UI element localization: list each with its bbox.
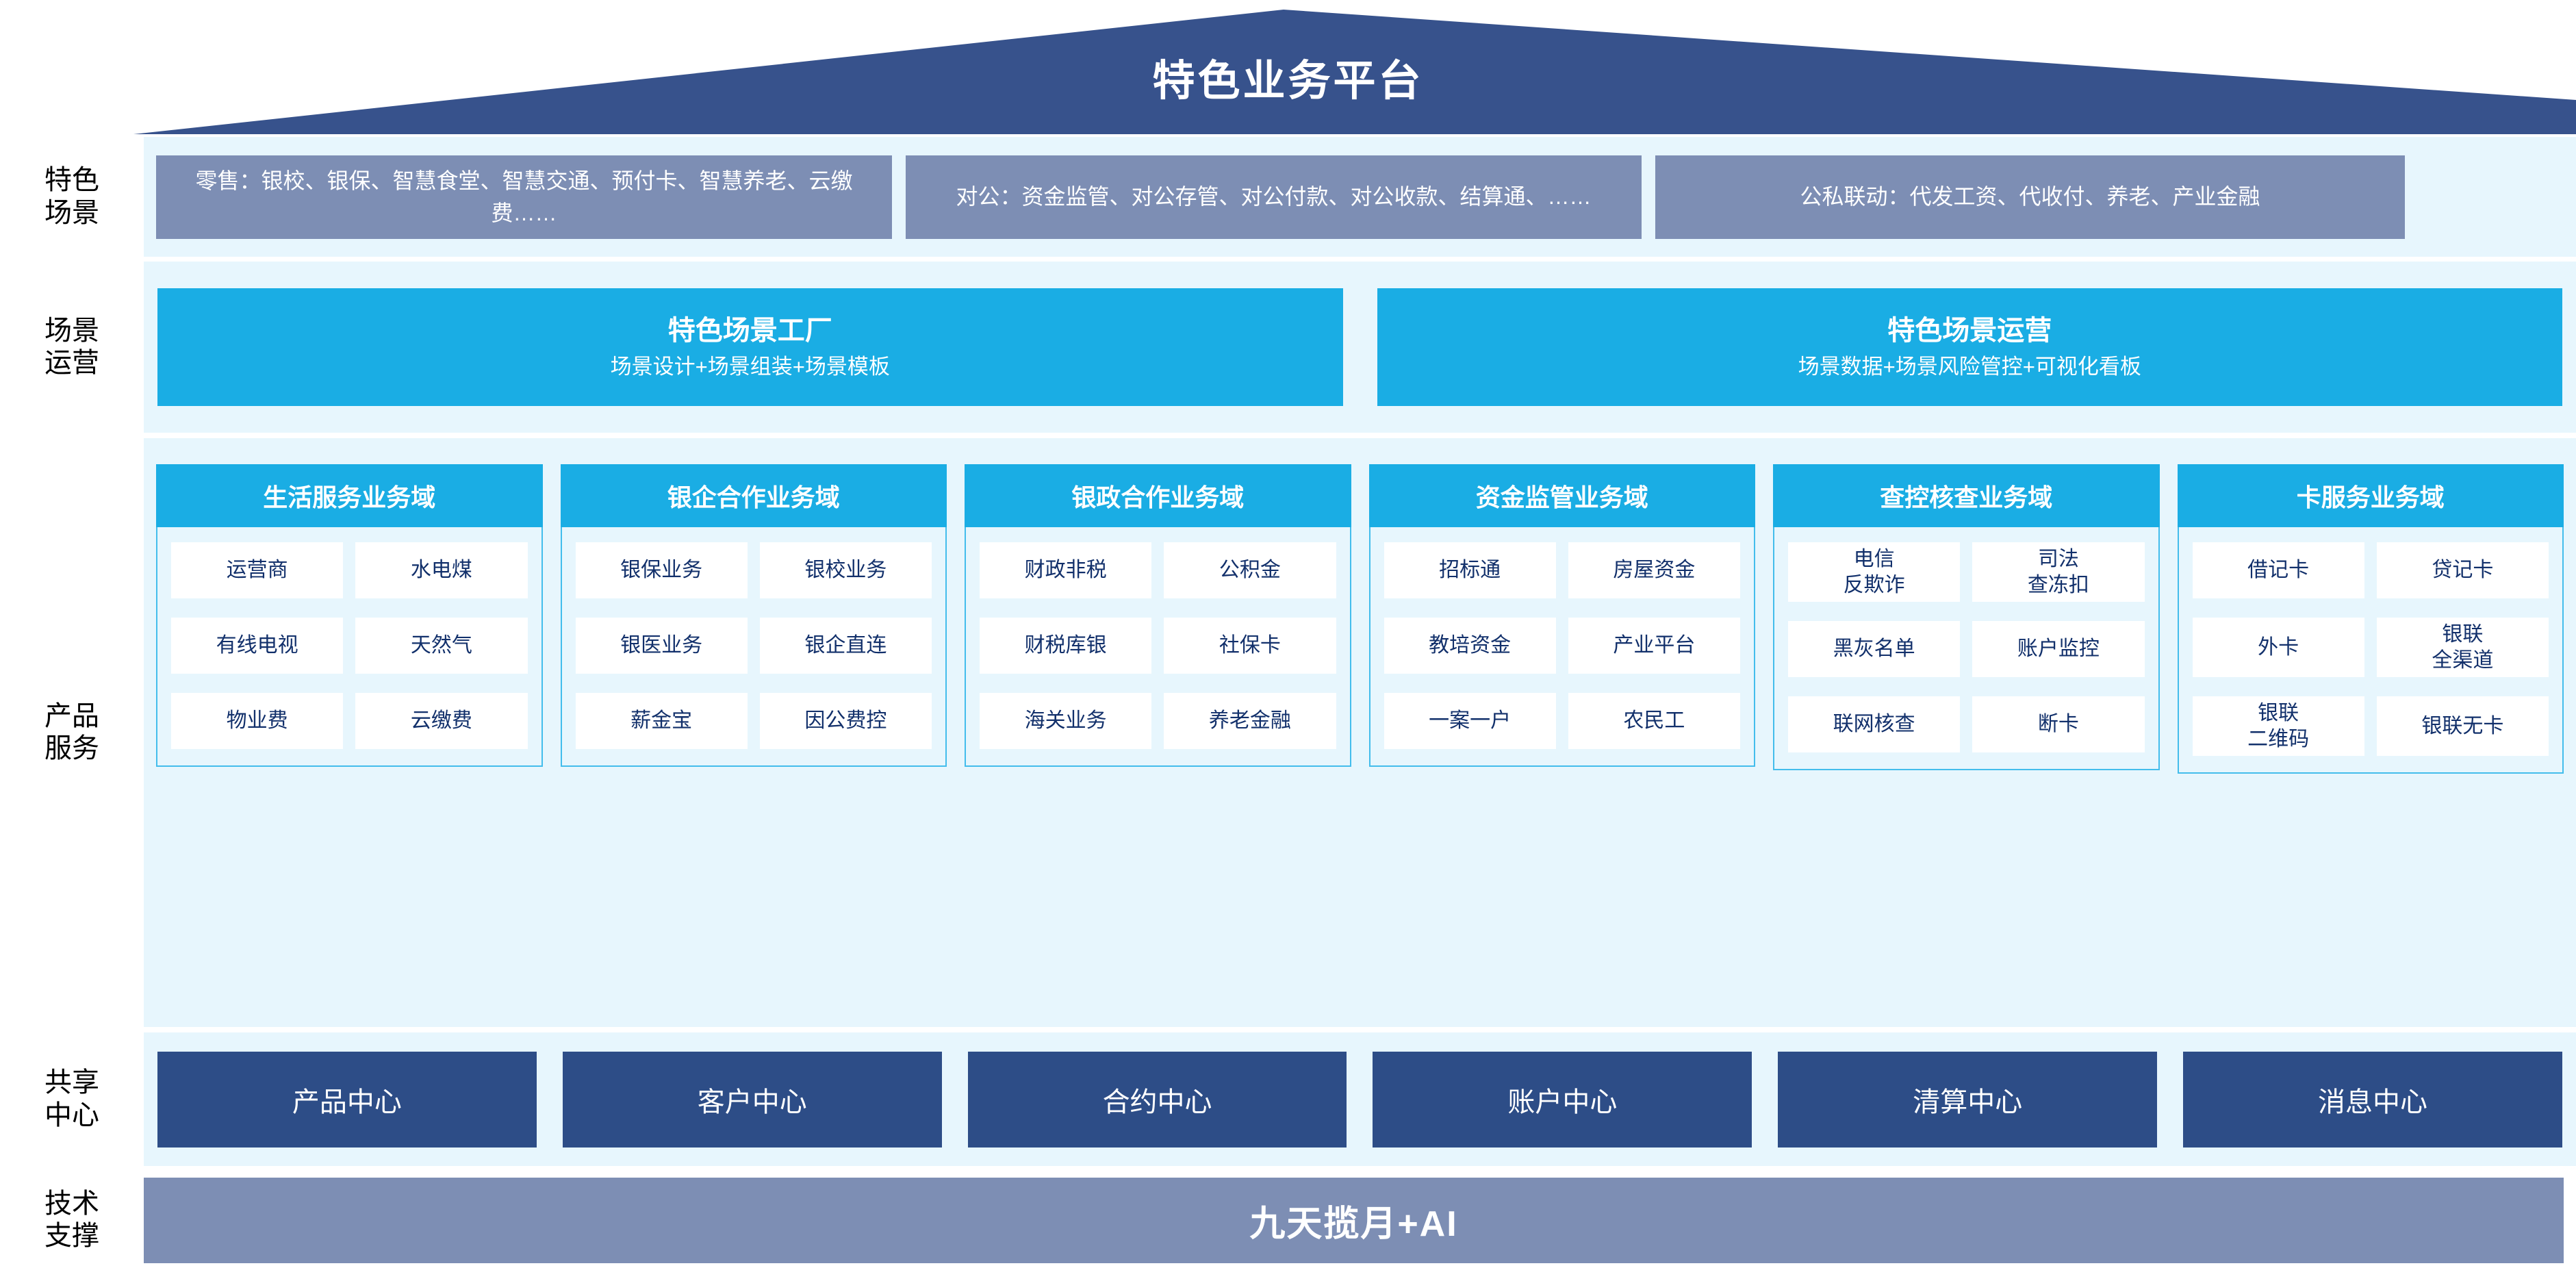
shared-center-settlement[interactable]: 清算中心 (1778, 1051, 2158, 1147)
shared-center-row: 共享 中心 产品中心 客户中心 合约中心 账户中心 清算中心 消息中心 (0, 1032, 2576, 1166)
operation-factory-title: 特色场景工厂 (667, 316, 832, 346)
product-domain-header[interactable]: 资金监管业务域 (1368, 464, 1755, 527)
shared-center-contract[interactable]: 合约中心 (967, 1051, 1347, 1147)
product-domain-cells: 银保业务 银校业务 银医业务 银企直连 薪金宝 因公费控 (560, 527, 947, 767)
product-cell[interactable]: 有线电视 (171, 618, 344, 674)
product-domain-cells: 财政非税 公积金 财税库银 社保卡 海关业务 养老金融 (965, 527, 1351, 767)
product-cell[interactable]: 外卡 (2192, 618, 2364, 677)
roof-shape-icon (133, 10, 2576, 134)
product-cell[interactable]: 财税库银 (980, 618, 1152, 674)
operation-operations-title: 特色场景运营 (1887, 316, 2052, 346)
product-domain-header[interactable]: 查控核查业务域 (1773, 464, 2160, 527)
product-cell[interactable]: 断卡 (1972, 696, 2145, 752)
page-title: 特色业务平台 (1152, 58, 1424, 105)
product-domain-header[interactable]: 银企合作业务域 (560, 464, 947, 527)
product-domain-cells: 运营商 水电煤 有线电视 天然气 物业费 云缴费 (156, 527, 543, 767)
product-cell[interactable]: 银联 二维码 (2192, 696, 2364, 756)
product-domain-header[interactable]: 卡服务业务域 (2177, 464, 2564, 527)
shared-center-row-body: 产品中心 客户中心 合约中心 账户中心 清算中心 消息中心 (144, 1032, 2576, 1166)
operation-box-scenario-operations[interactable]: 特色场景运营 场景数据+场景风险管控+可视化看板 (1377, 288, 2562, 406)
product-domain-column-bank-government: 银政合作业务域 财政非税 公积金 财税库银 社保卡 海关业务 养老金融 (965, 464, 1351, 767)
shared-center-message[interactable]: 消息中心 (2183, 1051, 2562, 1147)
operation-row-label: 场景 运营 (44, 315, 99, 378)
product-cell[interactable]: 账户监控 (1972, 621, 2145, 677)
product-cell[interactable]: 社保卡 (1164, 618, 1336, 674)
shared-center-customer[interactable]: 客户中心 (562, 1051, 942, 1147)
product-domain-column-investigation-control: 查控核查业务域 电信 反欺诈 司法 查冻扣 黑灰名单 账户监控 联网核查 断卡 (1773, 464, 2160, 770)
scenario-row-label: 特色 场景 (44, 165, 99, 228)
product-cell[interactable]: 银联 全渠道 (2376, 618, 2549, 677)
operation-factory-subtitle: 场景设计+场景组装+场景模板 (610, 355, 890, 379)
scenario-row-body: 零售：银校、银保、智慧食堂、智慧交通、预付卡、智慧养老、云缴费…… 对公：资金监… (144, 137, 2576, 257)
platform-roof-banner: 特色业务平台 (0, 0, 2576, 137)
product-domain-header[interactable]: 生活服务业务域 (156, 464, 543, 527)
product-cell[interactable]: 联网核查 (1788, 696, 1961, 752)
product-cell[interactable]: 农民工 (1568, 693, 1740, 749)
product-domain-column-bank-enterprise: 银企合作业务域 银保业务 银校业务 银医业务 银企直连 薪金宝 因公费控 (560, 464, 947, 767)
product-cell[interactable]: 海关业务 (980, 693, 1152, 749)
product-cell[interactable]: 司法 查冻扣 (1972, 542, 2145, 602)
scenario-box-public-private[interactable]: 公私联动：代发工资、代收付、养老、产业金融 (1655, 155, 2405, 239)
product-cell[interactable]: 借记卡 (2192, 542, 2364, 598)
product-cell[interactable]: 天然气 (355, 618, 528, 674)
tech-support-bar[interactable]: 九天揽月+AI (144, 1177, 2564, 1263)
product-cell[interactable]: 因公费控 (759, 693, 932, 749)
shared-center-row-label: 共享 中心 (44, 1067, 99, 1130)
operation-row-body: 特色场景工厂 场景设计+场景组装+场景模板 特色场景运营 场景数据+场景风险管控… (144, 262, 2576, 433)
product-cell[interactable]: 薪金宝 (575, 693, 748, 749)
scenario-box-corporate[interactable]: 对公：资金监管、对公存管、对公付款、对公收款、结算通、…… (906, 155, 1642, 239)
product-domain-column-card-service: 卡服务业务域 借记卡 贷记卡 外卡 银联 全渠道 银联 二维码 银联无卡 (2177, 464, 2564, 774)
product-domain-header[interactable]: 银政合作业务域 (965, 464, 1351, 527)
shared-center-product[interactable]: 产品中心 (157, 1051, 537, 1147)
product-cell[interactable]: 运营商 (171, 542, 344, 598)
product-cell[interactable]: 水电煤 (355, 542, 528, 598)
product-service-row-body: 生活服务业务域 运营商 水电煤 有线电视 天然气 物业费 云缴费 银企合作业务域… (144, 438, 2576, 1027)
product-cell[interactable]: 物业费 (171, 693, 344, 749)
product-cell[interactable]: 银企直连 (759, 618, 932, 674)
product-domain-cells: 招标通 房屋资金 教培资金 产业平台 一案一户 农民工 (1368, 527, 1755, 767)
tech-support-row-label: 技术 支撑 (44, 1188, 99, 1251)
product-cell[interactable]: 产业平台 (1568, 618, 1740, 674)
product-cell[interactable]: 云缴费 (355, 693, 528, 749)
product-cell[interactable]: 一案一户 (1383, 693, 1556, 749)
product-cell[interactable]: 养老金融 (1164, 693, 1336, 749)
product-domain-cells: 借记卡 贷记卡 外卡 银联 全渠道 银联 二维码 银联无卡 (2177, 527, 2564, 774)
product-cell[interactable]: 电信 反欺诈 (1788, 542, 1961, 602)
tech-support-row: 技术 支撑 九天揽月+AI (0, 1172, 2576, 1268)
product-cell[interactable]: 教培资金 (1383, 618, 1556, 674)
product-cell[interactable]: 贷记卡 (2376, 542, 2549, 598)
tech-support-row-body: 九天揽月+AI (144, 1172, 2576, 1268)
operation-box-scenario-factory[interactable]: 特色场景工厂 场景设计+场景组装+场景模板 (157, 288, 1343, 406)
product-service-row: 产品 服务 生活服务业务域 运营商 水电煤 有线电视 天然气 物业费 云缴费 银… (0, 438, 2576, 1027)
product-cell[interactable]: 银校业务 (759, 542, 932, 598)
operation-operations-subtitle: 场景数据+场景风险管控+可视化看板 (1798, 355, 2141, 379)
product-cell[interactable]: 房屋资金 (1568, 542, 1740, 598)
operation-row: 场景 运营 特色场景工厂 场景设计+场景组装+场景模板 特色场景运营 场景数据+… (0, 262, 2576, 433)
product-domain-cells: 电信 反欺诈 司法 查冻扣 黑灰名单 账户监控 联网核查 断卡 (1773, 527, 2160, 770)
product-service-row-label: 产品 服务 (44, 700, 99, 763)
product-cell[interactable]: 银联无卡 (2376, 696, 2549, 756)
product-cell[interactable]: 黑灰名单 (1788, 621, 1961, 677)
product-domain-column-life-service: 生活服务业务域 运营商 水电煤 有线电视 天然气 物业费 云缴费 (156, 464, 543, 767)
product-cell[interactable]: 招标通 (1383, 542, 1556, 598)
product-cell[interactable]: 银医业务 (575, 618, 748, 674)
scenario-row: 特色 场景 零售：银校、银保、智慧食堂、智慧交通、预付卡、智慧养老、云缴费…… … (0, 137, 2576, 257)
product-cell[interactable]: 财政非税 (980, 542, 1152, 598)
product-cell[interactable]: 银保业务 (575, 542, 748, 598)
scenario-box-retail[interactable]: 零售：银校、银保、智慧食堂、智慧交通、预付卡、智慧养老、云缴费…… (156, 155, 892, 239)
product-cell[interactable]: 公积金 (1164, 542, 1336, 598)
shared-center-account[interactable]: 账户中心 (1373, 1051, 1752, 1147)
product-domain-column-fund-supervision: 资金监管业务域 招标通 房屋资金 教培资金 产业平台 一案一户 农民工 (1368, 464, 1755, 767)
